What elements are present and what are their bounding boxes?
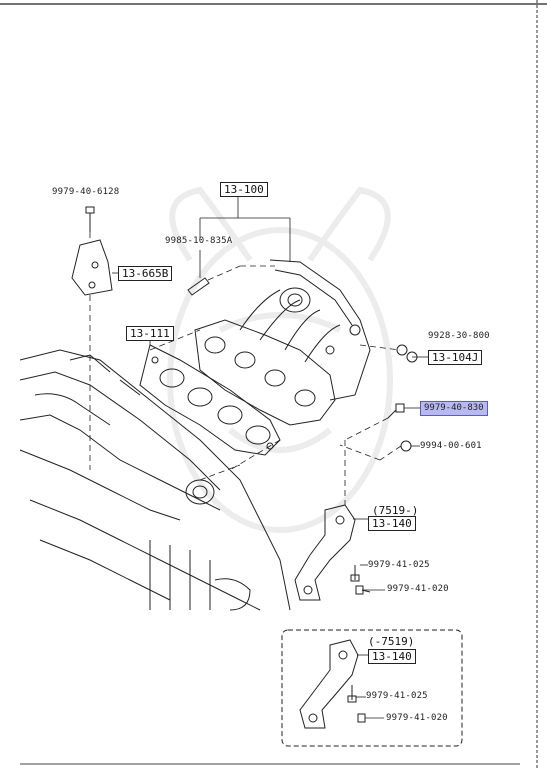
label-bracket-13-665b: 13-665B <box>118 266 173 281</box>
stud-drawing <box>187 277 210 296</box>
label-bolt-6128: 9979-40-6128 <box>52 187 120 197</box>
label-serial-lower: (-7519) <box>368 635 415 648</box>
bracket-665b-drawing <box>71 239 113 296</box>
inset-frame <box>281 629 463 747</box>
label-bolt-830-highlighted[interactable]: 9979-40-830 <box>420 401 488 416</box>
label-nut-601: 9994-00-601 <box>420 441 482 451</box>
label-gasket-13-111: 13-111 <box>126 326 174 341</box>
bracket-140-lower-drawing <box>299 639 366 729</box>
label-cap-13-104j: 13-104J <box>428 350 483 365</box>
label-bracket-13-140-lower: 13-140 <box>368 649 416 664</box>
label-serial-upper: (7519-) <box>372 504 419 517</box>
label-bolt-025-lower: 9979-41-025 <box>366 691 428 701</box>
intake-manifold-drawing <box>194 259 371 426</box>
leader-lines <box>112 196 428 719</box>
label-bolt-020-upper: 9979-41-020 <box>387 584 449 594</box>
bracket-140-upper-drawing <box>294 504 371 601</box>
label-bracket-13-140-upper: 13-140 <box>368 516 416 531</box>
label-bolt-020-lower: 9979-41-020 <box>386 713 448 723</box>
bolt-6128-drawing <box>85 206 95 232</box>
engine-block <box>19 349 291 611</box>
gasket-drawing <box>139 344 281 456</box>
nut-601-drawing <box>400 440 412 452</box>
label-stud-835a: 9985-10-835A <box>165 236 233 246</box>
label-nut-800: 9928-30-800 <box>428 331 490 341</box>
label-assembly-13-100: 13-100 <box>220 182 268 197</box>
nut-800-drawing <box>396 344 418 363</box>
phantom-lines <box>89 232 402 505</box>
label-bolt-025-upper: 9979-41-025 <box>368 560 430 570</box>
